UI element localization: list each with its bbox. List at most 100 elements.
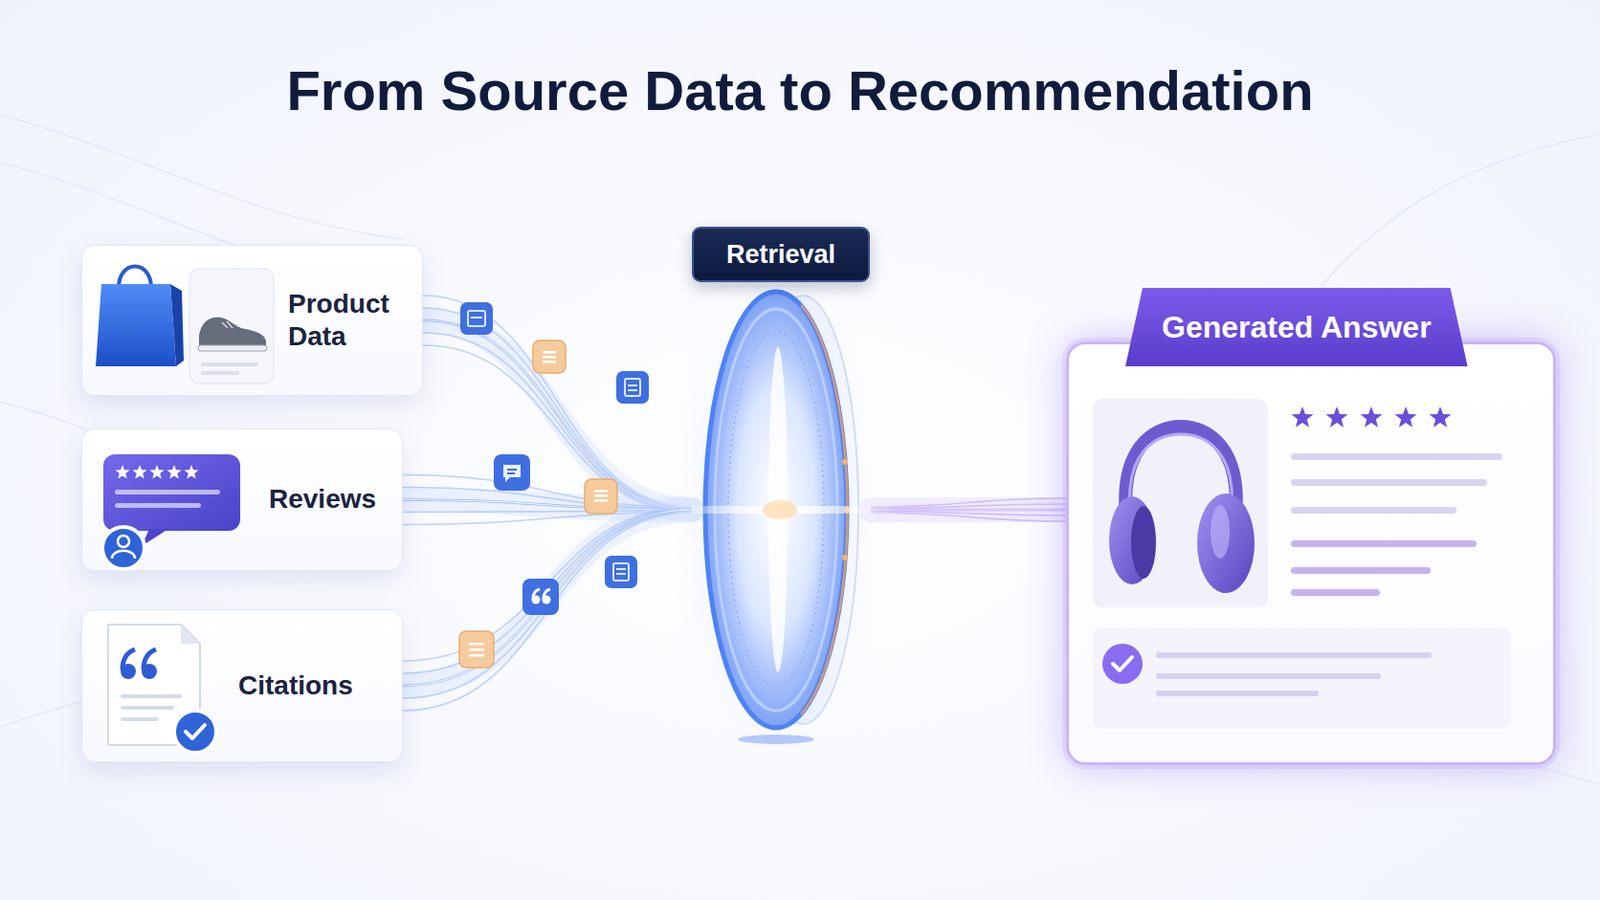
answer-preview bbox=[1068, 344, 1559, 769]
shoe-tile-part bbox=[200, 371, 240, 376]
citation-document-part bbox=[141, 664, 157, 680]
headphone-tile-part bbox=[1125, 426, 1236, 515]
rating-stars-part bbox=[1326, 406, 1349, 428]
review-bubble bbox=[103, 454, 241, 547]
chat-chip-part bbox=[507, 468, 517, 471]
flow-streak bbox=[870, 512, 1067, 522]
flow-streak bbox=[402, 511, 692, 699]
headphone-tile-part bbox=[1092, 399, 1268, 608]
retrieval-portal-part bbox=[705, 291, 847, 729]
user-avatar-part bbox=[111, 551, 135, 559]
card-label: Product Data bbox=[288, 288, 403, 354]
verified-check bbox=[174, 711, 217, 754]
verified-row bbox=[1092, 627, 1512, 730]
diagram-title: From Source Data to Recommendation bbox=[0, 57, 1600, 125]
review-bubble-part bbox=[114, 489, 221, 495]
shoe-tile-part bbox=[199, 317, 267, 348]
doc-chip-part bbox=[616, 371, 649, 404]
flow-streak bbox=[422, 308, 692, 510]
verified-row-part bbox=[1155, 673, 1381, 680]
doc-chip bbox=[533, 340, 566, 374]
shopping-bag bbox=[95, 266, 184, 368]
flow-streak bbox=[402, 507, 692, 662]
placeholder-lines bbox=[1290, 453, 1503, 597]
chat-chip-part bbox=[493, 454, 531, 491]
review-bubble-part bbox=[166, 465, 181, 479]
verified-check-part bbox=[185, 725, 205, 739]
flow-line bbox=[422, 320, 692, 511]
shopping-bag-part bbox=[95, 284, 177, 367]
shoe-tile-part bbox=[198, 345, 267, 352]
placeholder-lines-part bbox=[1290, 453, 1503, 461]
doc-chip-part bbox=[594, 489, 608, 493]
card-label: Reviews bbox=[268, 483, 377, 516]
doc-chip-part bbox=[459, 631, 494, 668]
doc-chip-part bbox=[467, 311, 486, 327]
doc-chip-part bbox=[468, 648, 485, 652]
doc-chip bbox=[459, 631, 494, 668]
retrieval-portal-part bbox=[714, 309, 838, 712]
rating-stars-part bbox=[1429, 406, 1452, 428]
user-avatar bbox=[102, 527, 145, 570]
rating-stars bbox=[1291, 406, 1452, 428]
chat-chip-part bbox=[503, 465, 521, 483]
verified-row-part bbox=[1155, 690, 1319, 697]
doc-chip bbox=[460, 302, 493, 335]
source-card: Reviews bbox=[81, 428, 403, 572]
data-flow-connector bbox=[402, 507, 692, 712]
doc-chip bbox=[604, 555, 638, 589]
citation-icon bbox=[82, 610, 236, 764]
doc-chip-part bbox=[616, 573, 626, 576]
verified-row-part bbox=[1102, 644, 1143, 685]
headphone-tile bbox=[1092, 399, 1268, 608]
doc-chip-part bbox=[624, 378, 641, 397]
flow-glow bbox=[402, 510, 692, 687]
doc-chip-part bbox=[468, 643, 485, 646]
retrieval-portal-part bbox=[842, 459, 848, 466]
verified-row-part bbox=[1112, 657, 1133, 671]
doc-chip-part bbox=[613, 563, 629, 581]
flow-streak bbox=[422, 295, 692, 508]
card-label: Citations bbox=[238, 669, 354, 703]
quote-chip bbox=[522, 578, 559, 616]
quote-chip-part bbox=[522, 578, 559, 616]
doc-chip-part bbox=[584, 479, 618, 514]
citation-document-part bbox=[180, 624, 200, 645]
flow-glow bbox=[870, 497, 1067, 523]
doc-chip-part bbox=[533, 340, 566, 374]
data-flow-connector bbox=[422, 295, 692, 513]
review-bubble-part bbox=[141, 529, 169, 547]
headphone-tile-part bbox=[1210, 505, 1230, 559]
chat-chip bbox=[493, 454, 531, 491]
headphone-tile-part bbox=[1197, 493, 1255, 594]
citation-document-part bbox=[120, 694, 182, 699]
doc-chip-part bbox=[627, 384, 638, 387]
doc-chip-part bbox=[542, 351, 556, 355]
user-avatar-part bbox=[102, 527, 145, 570]
flow-streak bbox=[422, 333, 692, 512]
doc-chip-part bbox=[460, 302, 493, 335]
doc-chip-part bbox=[470, 316, 483, 319]
shopping-bag-part bbox=[170, 284, 184, 367]
review-icon bbox=[82, 429, 265, 573]
data-flow-connector bbox=[870, 498, 1067, 522]
review-bubble-part bbox=[114, 503, 201, 509]
retrieval-portal-part bbox=[842, 555, 848, 561]
placeholder-lines-part bbox=[1290, 540, 1477, 548]
shoe-tile-part bbox=[222, 321, 233, 329]
flow-streak bbox=[402, 475, 692, 509]
source-card: Citations bbox=[81, 609, 403, 763]
flow-streak bbox=[402, 512, 692, 712]
doc-chip-part bbox=[604, 555, 638, 589]
shoe-tile-part bbox=[200, 362, 259, 367]
doc-chip-part bbox=[616, 568, 626, 571]
user-avatar-part bbox=[117, 535, 130, 548]
retrieval-portal-part bbox=[844, 507, 850, 513]
doc-chip-part bbox=[542, 355, 556, 359]
doc-chip-part bbox=[627, 389, 638, 392]
review-bubble-part bbox=[114, 465, 130, 479]
rating-stars-part bbox=[1291, 406, 1314, 428]
verified-row-part bbox=[1155, 652, 1432, 659]
citation-document-part bbox=[143, 649, 156, 670]
